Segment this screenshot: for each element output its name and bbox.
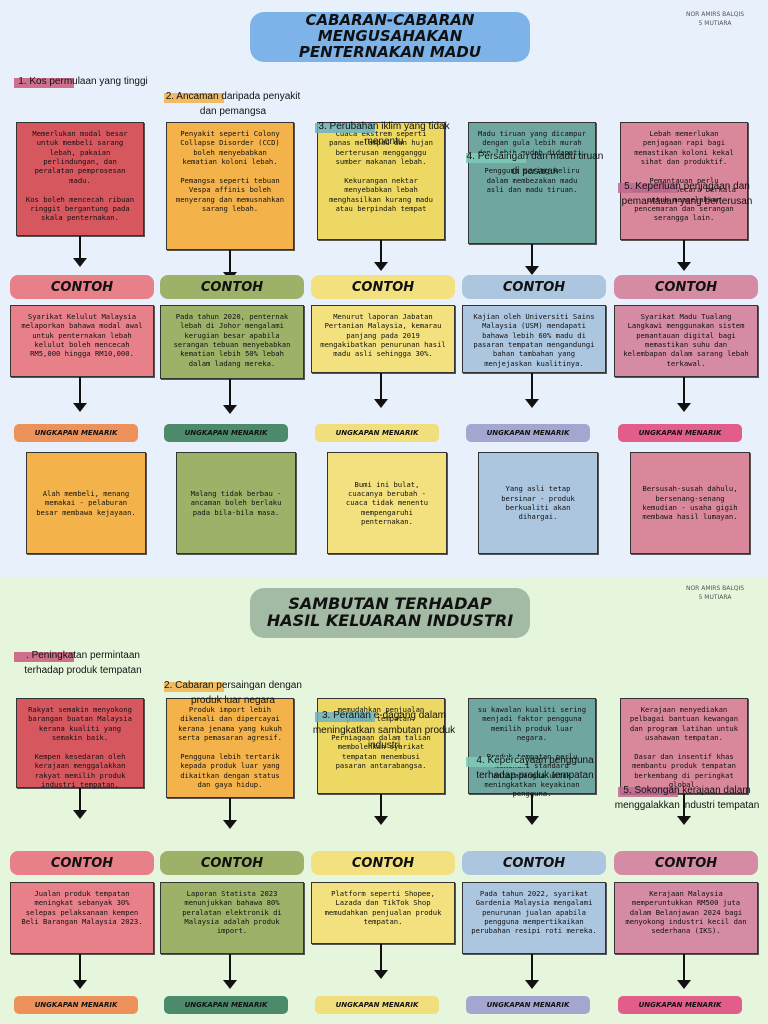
column-heading-text: 4. Kepercayaan pengguna terhadap produk …: [476, 755, 594, 781]
info-box: Produk import lebih dikenali dan diperca…: [166, 698, 294, 798]
column-heading-text: . Peningkatan permintaan terhadap produk…: [24, 650, 142, 676]
ungkapan-box: Yang asli tetap bersinar - produk berkua…: [478, 452, 598, 554]
column-heading: 2. Cabaran persaingan dengan produk luar…: [160, 678, 306, 708]
down-arrow-icon: [525, 794, 539, 825]
column-heading-text: 5. Keperluan penjagaan dan pemantauan ya…: [621, 181, 753, 207]
info-box: su kawalan kualiti sering menjadi faktor…: [468, 698, 596, 798]
example-box: Syarikat Kelulut Malaysia melaporkan bah…: [10, 305, 154, 377]
ungkapan-label: UNGKAPAN MENARIK: [315, 424, 439, 442]
down-arrow-icon: [677, 240, 691, 271]
ungkapan-label: UNGKAPAN MENARIK: [14, 996, 138, 1014]
contoh-label: CONTOH: [614, 851, 758, 875]
example-box: Laporan Statista 2023 menunjukkan bahawa…: [160, 882, 304, 954]
ungkapan-label: UNGKAPAN MENARIK: [466, 424, 590, 442]
column-heading-text: 4. Persaingan dan madu tiruan di pasaran: [466, 151, 604, 177]
down-arrow-icon: [677, 954, 691, 989]
contoh-label: CONTOH: [311, 851, 455, 875]
ungkapan-box: Bersusah-susah dahulu, bersenang-senang …: [630, 452, 750, 554]
contoh-label: CONTOH: [462, 275, 606, 299]
column-heading: 1. Kos permulaan yang tinggi: [10, 74, 156, 89]
down-arrow-icon: [525, 244, 539, 275]
author-name: NOR AMIRS BALQIS: [685, 585, 745, 592]
info-box: Kerajaan menyediakan pelbagai bantuan ke…: [620, 698, 748, 794]
contoh-label: CONTOH: [10, 275, 154, 299]
info-box: Madu tiruan yang dicampur dengan gula le…: [468, 122, 596, 244]
column-heading-text: 5. Sokongan kerajaan dalam menggalakkan …: [614, 785, 760, 811]
column-heading-text: 2. Ancaman daripada penyakit dan pemangs…: [165, 91, 301, 117]
contoh-label: CONTOH: [614, 275, 758, 299]
author-credit: NOR AMIRS BALQIS 5 MUTIARA: [680, 584, 750, 602]
example-box: Pada tahun 2020, penternak lebah di Joho…: [160, 305, 304, 379]
contoh-label: CONTOH: [160, 851, 304, 875]
author-name: NOR AMIRS BALQIS: [685, 11, 745, 18]
example-box: Kajian oleh Universiti Sains Malaysia (U…: [462, 305, 606, 373]
section-title: CABARAN-CABARAN MENGUSAHAKAN PENTERNAKAN…: [250, 12, 530, 62]
example-box: Syarikat Madu Tualang Langkawi menggunak…: [614, 305, 758, 377]
example-box: Platform seperti Shopee, Lazada dan TikT…: [311, 882, 455, 944]
ungkapan-label: UNGKAPAN MENARIK: [315, 996, 439, 1014]
column-heading: 5. Sokongan kerajaan dalam menggalakkan …: [614, 783, 760, 813]
down-arrow-icon: [223, 954, 237, 989]
ungkapan-label: UNGKAPAN MENARIK: [164, 424, 288, 442]
ungkapan-label: UNGKAPAN MENARIK: [466, 996, 590, 1014]
column-heading: 5. Keperluan penjagaan dan pemantauan ya…: [614, 179, 760, 209]
column-heading: 4. Kepercayaan pengguna terhadap produk …: [462, 753, 608, 783]
info-box: Penyakit seperti Colony Collapse Disorde…: [166, 122, 294, 250]
info-box: Memerlukan modal besar untuk membeli sar…: [16, 122, 144, 236]
column-heading: 3. Perubahan iklim yang tidak menentu: [311, 119, 457, 149]
author-credit: NOR AMIRS BALQIS 5 MUTIARA: [680, 10, 750, 28]
ungkapan-label: UNGKAPAN MENARIK: [618, 424, 742, 442]
down-arrow-icon: [374, 944, 388, 979]
author-class: 5 MUTIARA: [698, 20, 732, 27]
down-arrow-icon: [223, 379, 237, 414]
author-class: 5 MUTIARA: [698, 594, 732, 601]
down-arrow-icon: [677, 794, 691, 825]
example-box: Kerajaan Malaysia memperuntukkan RM500 j…: [614, 882, 758, 954]
column-heading: 4. Persaingan dan madu tiruan di pasaran: [462, 149, 608, 179]
column-heading-text: 3. Perubahan iklim yang tidak menentu: [318, 121, 450, 147]
down-arrow-icon: [223, 798, 237, 829]
column-heading-text: 2. Cabaran persaingan dengan produk luar…: [164, 680, 302, 706]
column-heading: . Peningkatan permintaan terhadap produk…: [10, 648, 156, 678]
column-heading: 3. Peranan e-dagang dalam meningkatkan s…: [311, 708, 457, 753]
down-arrow-icon: [374, 794, 388, 825]
example-box: Jualan produk tempatan meningkat sebanya…: [10, 882, 154, 954]
down-arrow-icon: [73, 788, 87, 819]
example-box: Menurut laporan Jabatan Pertanian Malays…: [311, 305, 455, 373]
column-heading-text: 1. Kos permulaan yang tinggi: [18, 76, 148, 87]
ungkapan-label: UNGKAPAN MENARIK: [164, 996, 288, 1014]
ungkapan-box: Malang tidak berbau - ancaman boleh berl…: [176, 452, 296, 554]
section-title: SAMBUTAN TERHADAP HASIL KELUARAN INDUSTR…: [250, 588, 530, 638]
section-sambutan: SAMBUTAN TERHADAP HASIL KELUARAN INDUSTR…: [0, 578, 768, 1024]
down-arrow-icon: [374, 240, 388, 271]
ungkapan-label: UNGKAPAN MENARIK: [14, 424, 138, 442]
contoh-label: CONTOH: [160, 275, 304, 299]
down-arrow-icon: [677, 377, 691, 412]
ungkapan-label: UNGKAPAN MENARIK: [618, 996, 742, 1014]
contoh-label: CONTOH: [10, 851, 154, 875]
down-arrow-icon: [73, 236, 87, 267]
contoh-label: CONTOH: [462, 851, 606, 875]
down-arrow-icon: [73, 377, 87, 412]
info-box: Cuaca ekstrem seperti panas melampau dan…: [317, 122, 445, 240]
down-arrow-icon: [525, 373, 539, 408]
column-heading-text: 3. Peranan e-dagang dalam meningkatkan s…: [312, 710, 456, 751]
ungkapan-box: Alah membeli, menang memakai - pelaburan…: [26, 452, 146, 554]
contoh-label: CONTOH: [311, 275, 455, 299]
column-heading: 2. Ancaman daripada penyakit dan pemangs…: [160, 89, 306, 119]
down-arrow-icon: [374, 373, 388, 408]
info-box: Rakyat semakin menyokong barangan buatan…: [16, 698, 144, 789]
down-arrow-icon: [73, 954, 87, 989]
section-cabaran: CABARAN-CABARAN MENGUSAHAKAN PENTERNAKAN…: [0, 0, 768, 578]
ungkapan-box: Bumi ini bulat, cuacanya berubah - cuaca…: [327, 452, 447, 554]
example-box: Pada tahun 2022, syarikat Gardenia Malay…: [462, 882, 606, 954]
down-arrow-icon: [525, 954, 539, 989]
